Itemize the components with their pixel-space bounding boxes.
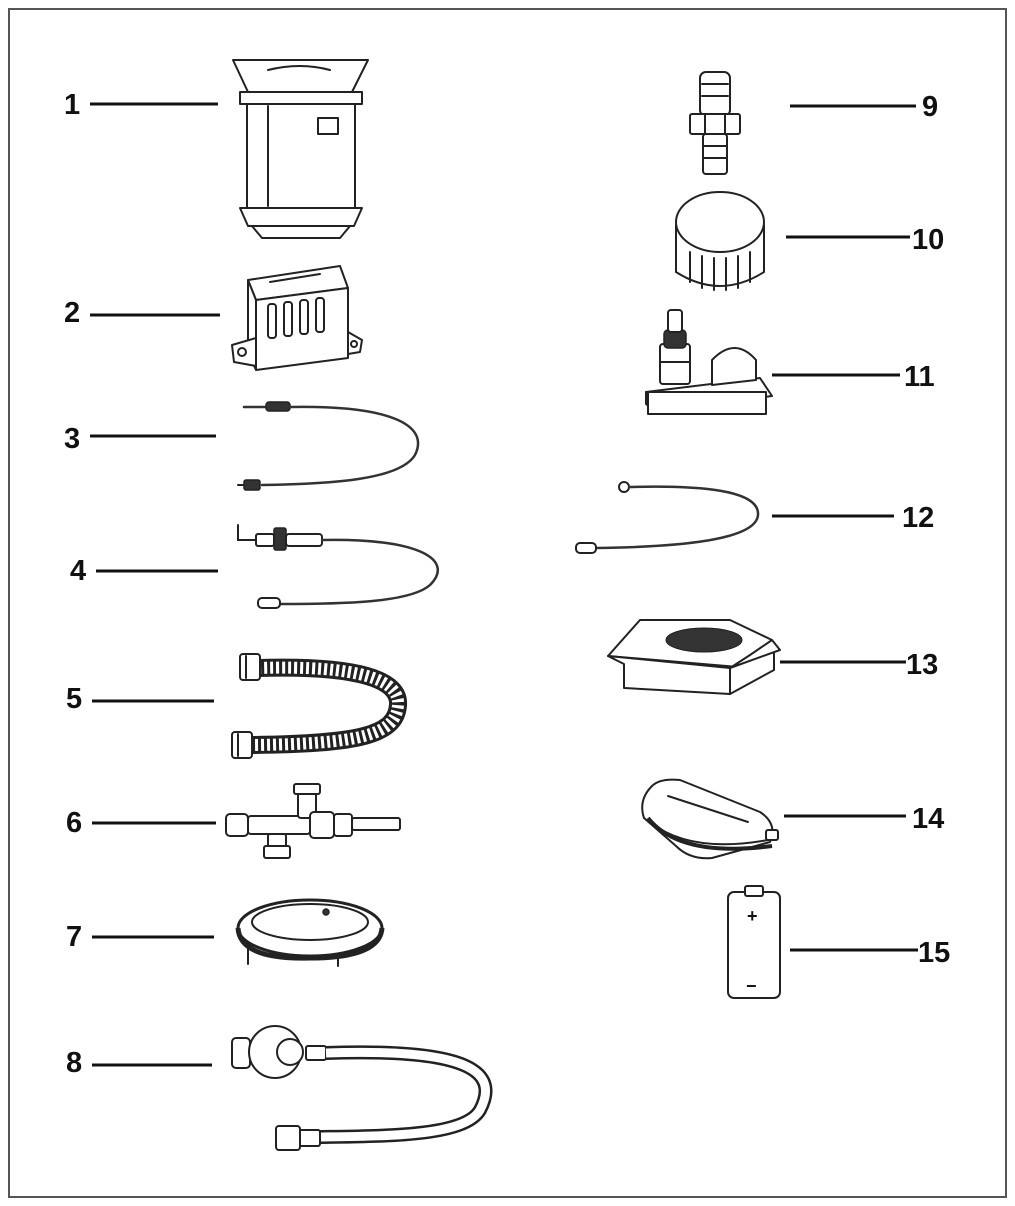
cover-icon bbox=[641, 778, 779, 860]
part-number-15: 15 bbox=[918, 937, 950, 969]
callout-8: 8 bbox=[66, 1047, 212, 1079]
part-number-11: 11 bbox=[904, 361, 935, 393]
callout-6: 6 bbox=[66, 807, 216, 839]
burner-ring-icon bbox=[235, 898, 385, 967]
part-number-2: 2 bbox=[64, 297, 80, 329]
flexible-hose-icon bbox=[231, 653, 407, 759]
control-knob-icon bbox=[675, 191, 765, 291]
electrode-wire-icon bbox=[237, 524, 440, 609]
part-number-5: 5 bbox=[66, 683, 82, 715]
regulator-hose-icon bbox=[231, 1025, 493, 1151]
gas-valve-icon bbox=[225, 783, 401, 859]
part-number-6: 6 bbox=[66, 807, 82, 839]
battery-icon: + − bbox=[727, 885, 781, 999]
callout-15: 15 bbox=[790, 937, 950, 969]
callout-1: 1 bbox=[64, 89, 218, 121]
callout-13: 13 bbox=[780, 649, 938, 681]
part-number-10: 10 bbox=[912, 224, 944, 256]
callout-14: 14 bbox=[784, 803, 944, 835]
callout-10: 10 bbox=[786, 224, 944, 256]
callout-9: 9 bbox=[790, 91, 938, 123]
callout-7: 7 bbox=[66, 921, 214, 953]
thermocouple-wire-icon bbox=[237, 401, 420, 491]
part-number-3: 3 bbox=[64, 423, 80, 455]
part-number-8: 8 bbox=[66, 1047, 82, 1079]
fire-pit-base-icon bbox=[232, 59, 369, 239]
callout-4: 4 bbox=[70, 555, 218, 587]
callout-3: 3 bbox=[64, 423, 216, 455]
part-number-12: 12 bbox=[902, 502, 934, 534]
part-number-13: 13 bbox=[906, 649, 938, 681]
diagram-frame bbox=[8, 8, 1007, 1198]
battery-plus-sign: + bbox=[747, 906, 758, 926]
part-number-9: 9 bbox=[922, 91, 938, 123]
igniter-module-icon bbox=[645, 309, 773, 415]
part-number-4: 4 bbox=[70, 555, 86, 587]
callout-11: 11 bbox=[772, 361, 935, 393]
fitting-connector-icon bbox=[689, 71, 741, 175]
callout-2: 2 bbox=[64, 297, 220, 329]
part-number-14: 14 bbox=[912, 803, 944, 835]
burner-bracket-icon bbox=[231, 265, 363, 371]
battery-minus-sign: − bbox=[746, 976, 757, 996]
part-number-1: 1 bbox=[64, 89, 80, 121]
lava-rock-box-icon bbox=[607, 619, 781, 695]
callout-5: 5 bbox=[66, 683, 214, 715]
part-number-7: 7 bbox=[66, 921, 82, 953]
callout-12: 12 bbox=[772, 502, 934, 534]
ignition-wire-icon bbox=[575, 481, 760, 554]
